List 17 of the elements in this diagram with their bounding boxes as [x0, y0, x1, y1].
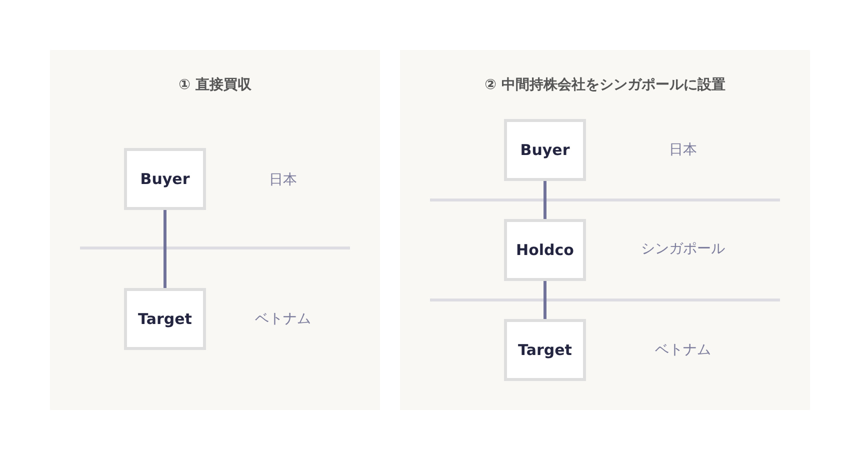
country-label: 日本 [269, 171, 297, 189]
panel [50, 50, 380, 410]
panel-heading: ① 直接買収 [178, 76, 252, 94]
country-label: シンガポール [641, 240, 725, 258]
country-label: ベトナム [255, 310, 311, 328]
country-label: ベトナム [655, 341, 711, 359]
connector-line [164, 210, 166, 288]
entity-box: Target [124, 288, 206, 350]
entity-box: Buyer [124, 148, 206, 210]
country-label: 日本 [669, 141, 697, 159]
connector-line [544, 281, 546, 319]
entity-box: Buyer [504, 119, 586, 181]
connector-line [544, 181, 546, 219]
panel-heading: ② 中間持株会社をシンガポールに設置 [484, 76, 726, 94]
entity-box: Holdco [504, 219, 586, 281]
panel [400, 50, 810, 410]
entity-box: Target [504, 319, 586, 381]
